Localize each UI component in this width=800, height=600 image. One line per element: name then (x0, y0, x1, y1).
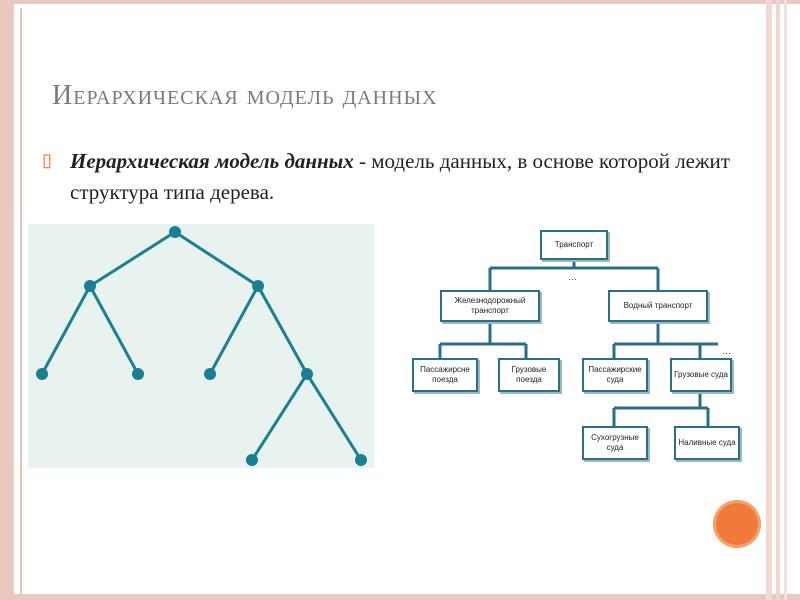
tree-edge (305, 373, 363, 461)
tree-node (252, 280, 264, 292)
tree-edge (250, 373, 309, 461)
org-node-freight-trains: Грузовые поезда (498, 358, 560, 392)
org-connectors (438, 260, 718, 426)
decorative-orange-circle (713, 500, 761, 548)
tree-node (301, 368, 313, 380)
org-node-passenger-ships: Пассажирские суда (582, 358, 648, 392)
bullet-icon: ▯ (42, 150, 52, 170)
tree-node-leaf (355, 454, 367, 466)
tree-node (84, 280, 96, 292)
bullet-definition: модель данных, в основе которой лежит ст… (70, 149, 730, 204)
tree-edge (208, 285, 260, 375)
tree-edge (89, 230, 176, 288)
tree-edge (174, 230, 259, 288)
transport-hierarchy-chart: Транспорт … Железнодорожный транспорт Во… (408, 222, 754, 466)
org-node-railway: Железнодорожный транспорт (440, 290, 540, 322)
org-node-tanker-ships: Наливные суда (674, 426, 740, 460)
abstract-tree-svg (36, 226, 367, 466)
org-node-transport: Транспорт (540, 230, 608, 260)
bullet-item: ▯ Иерархическая модель данных - модель д… (42, 146, 752, 208)
tree-node-leaf (204, 368, 216, 380)
org-ellipsis: … (568, 272, 577, 282)
frame-left (0, 0, 14, 600)
frame-right-stripe-2 (784, 0, 787, 600)
frame-inner-line (20, 8, 22, 594)
tree-node-leaf (36, 368, 48, 380)
tree-node-leaf (132, 368, 144, 380)
org-ellipsis: … (722, 346, 731, 356)
frame-right-stripe (776, 0, 780, 600)
tree-edge (88, 285, 140, 375)
tree-edge (40, 285, 92, 375)
tree-node-root (169, 226, 181, 238)
bullet-term: Иерархическая модель данных (70, 149, 354, 173)
org-node-dry-cargo-ships: Сухогрузные суда (582, 426, 648, 460)
frame-top (0, 0, 800, 4)
slide-title: Иерархическая модель данных (52, 80, 438, 111)
bullet-text: Иерархическая модель данных - модель дан… (70, 146, 752, 208)
org-node-passenger-trains: Пассажирсне поезда (412, 358, 478, 392)
tree-node-leaf (246, 454, 258, 466)
org-node-cargo-ships: Грузовые суда (670, 358, 732, 392)
bullet-dash: - (353, 149, 372, 173)
abstract-tree-diagram (28, 224, 374, 468)
tree-edge (256, 285, 309, 375)
frame-bottom (0, 594, 800, 600)
frame-right (766, 0, 772, 600)
org-node-water: Водный транспорт (608, 290, 708, 322)
